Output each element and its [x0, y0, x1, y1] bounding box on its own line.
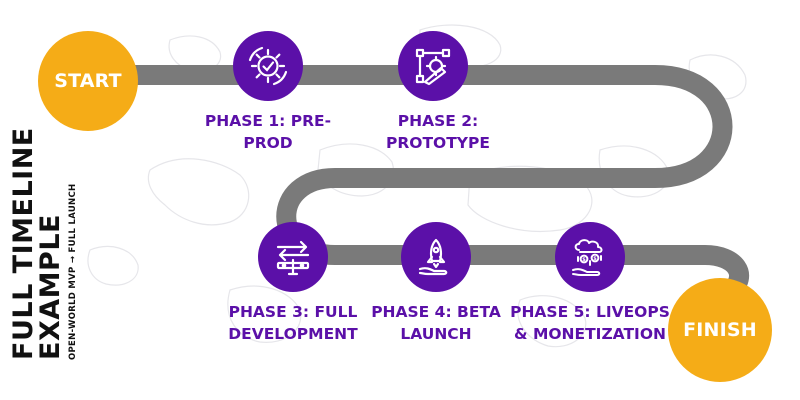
svg-text:$: $ — [593, 256, 597, 262]
money-rain-icon: $ $ — [572, 239, 603, 276]
design-tools-icon — [415, 48, 451, 86]
start-badge: START — [38, 31, 138, 131]
phase-5-icon-circle: $ $ — [555, 222, 625, 292]
start-label: START — [54, 70, 122, 92]
world-map-background — [87, 24, 747, 348]
gear-check-icon — [248, 46, 288, 86]
finish-badge: FINISH — [668, 278, 772, 382]
phase-1-icon-circle — [233, 31, 303, 101]
phase-2-icon-circle — [398, 31, 468, 101]
vertical-title: FULL TIMELINE EXAMPLE OPEN-WORLD MVP → F… — [8, 127, 78, 360]
phase-2-label: PHASE 2: PROTOTYPE — [386, 112, 490, 152]
phase-4-label: PHASE 4: BETA LAUNCH — [371, 303, 501, 343]
phase-1-label: PHASE 1: PRE- PROD — [204, 112, 332, 152]
title-line-1: FULL TIMELINE — [8, 127, 39, 360]
title-subtitle: OPEN-WORLD MVP → FULL LAUNCH — [68, 183, 78, 360]
timeline-road — [75, 65, 750, 302]
phase-5-label: PHASE 5: LIVEOPS & MONETIZATION — [510, 303, 670, 343]
finish-label: FINISH — [683, 319, 757, 341]
svg-text:$: $ — [582, 257, 586, 263]
phase-4-icon-circle — [401, 222, 471, 292]
build-arrows-icon — [276, 240, 310, 276]
title-line-2: EXAMPLE — [35, 214, 66, 360]
phase-3-label: PHASE 3: FULL DEVELOPMENT — [228, 303, 358, 343]
phase-3-icon-circle — [258, 222, 328, 292]
rocket-icon — [418, 238, 448, 276]
